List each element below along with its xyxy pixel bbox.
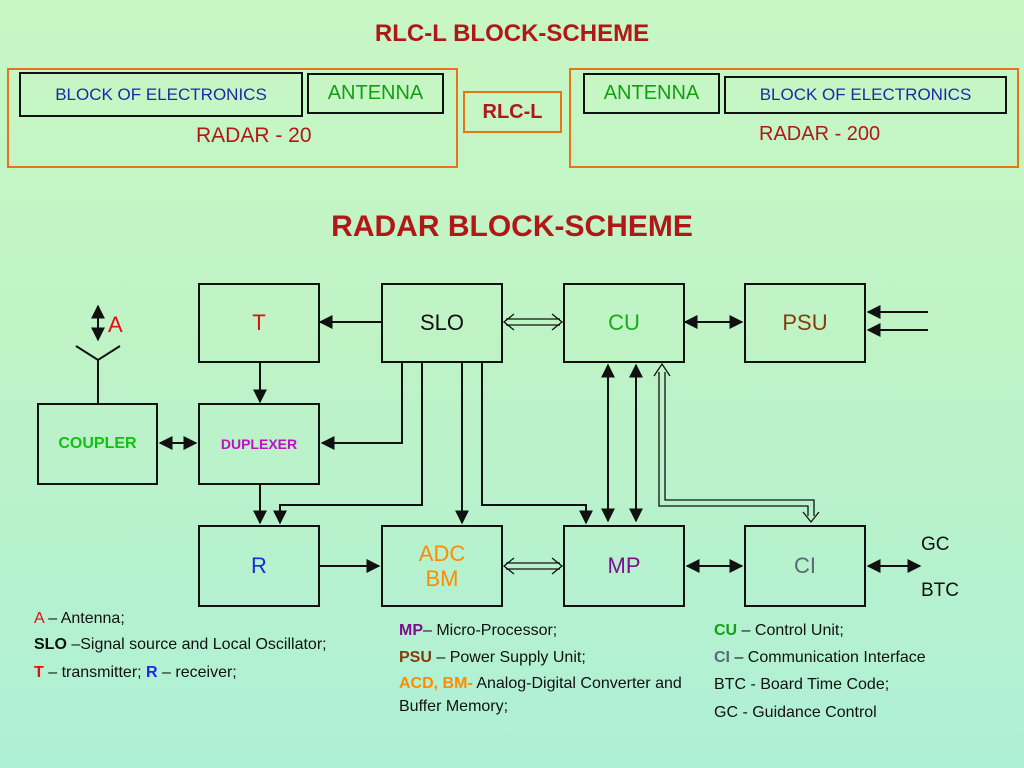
legend-right: CU – Control Unit; CI – Communication In… (714, 619, 1019, 728)
legend-r-text: – receiver; (157, 663, 237, 681)
legend-psu-text: – Power Supply Unit; (431, 649, 586, 667)
legend-gc-line: GC - Guidance Control (714, 703, 877, 721)
radar-20-frame (7, 68, 458, 168)
radar-200-frame (569, 68, 1019, 168)
cu-ci-link-b (664, 372, 815, 516)
block-r: R (198, 525, 320, 607)
adc-mp-arrowheads (502, 557, 564, 575)
block-psu: PSU (744, 283, 866, 363)
slo-cu-arrowheads (502, 313, 564, 331)
legend-slo-text: –Signal source and Local Oscillator; (66, 636, 327, 654)
legend-acd-text: Analog-Digital Converter and Buffer Memo… (399, 675, 682, 715)
radar-200-label: RADAR - 200 (759, 123, 881, 145)
slo-to-duplexer-arrow (320, 363, 403, 450)
legend-left: A – Antenna; SLO –Signal source and Loca… (34, 607, 334, 688)
legend-mp-text: – Micro-Processor; (423, 622, 558, 639)
btc-label: BTC (921, 580, 959, 601)
radar-title: RADAR BLOCK-SCHEME (331, 210, 693, 243)
rlc-l-box: RLC-L (463, 91, 562, 133)
radar-20-label: RADAR - 20 (196, 124, 312, 147)
gc-label: GC (921, 534, 950, 555)
cu-ci-arrowheads (653, 362, 820, 524)
block-mp: MP (563, 525, 685, 607)
legend-ci-key: CI (714, 649, 730, 667)
legend-t-text: – transmitter; (43, 663, 147, 681)
slo-to-r-arrow (273, 363, 423, 525)
legend-cu-text: – Control Unit; (737, 622, 844, 639)
block-coupler: COUPLER (37, 403, 158, 485)
block-t: T (198, 283, 320, 363)
bm-label: BM (425, 566, 459, 591)
right-antenna-block: ANTENNA (583, 73, 720, 114)
antenna-label: A (108, 312, 123, 337)
antenna-symbol-icon (75, 345, 121, 404)
block-ci: CI (744, 525, 866, 607)
cu-ci-link-a (658, 372, 809, 516)
legend-a-text: – Antenna; (43, 610, 125, 627)
legend-cu-key: CU (714, 622, 738, 639)
left-electronics-block: BLOCK OF ELECTRONICS (19, 72, 303, 117)
block-duplexer: DUPLEXER (198, 403, 320, 485)
block-cu: CU (563, 283, 685, 363)
adc-label: ADC (418, 540, 466, 566)
legend-mp-key: MP (399, 622, 423, 639)
legend-slo-key: SLO (34, 636, 67, 654)
legend-middle: MP– Micro-Processor; PSU – Power Supply … (399, 619, 699, 722)
legend-a-key: A (34, 610, 44, 627)
legend-psu-key: PSU (399, 649, 432, 667)
legend-btc-line: BTC - Board Time Code; (714, 676, 890, 694)
legend-ci-text: – Communication Interface (730, 649, 926, 667)
left-antenna-block: ANTENNA (307, 73, 444, 114)
right-electronics-block: BLOCK OF ELECTRONICS (724, 76, 1007, 114)
legend-t-key: T (34, 663, 44, 681)
slo-to-mp-arrow (481, 363, 593, 525)
legend-r-key: R (146, 663, 158, 681)
rlc-title: RLC-L BLOCK-SCHEME (374, 20, 650, 47)
legend-acd-key: ACD, BM- (399, 675, 473, 693)
block-slo: SLO (381, 283, 503, 363)
block-adc-bm: ADC BM (381, 525, 503, 607)
